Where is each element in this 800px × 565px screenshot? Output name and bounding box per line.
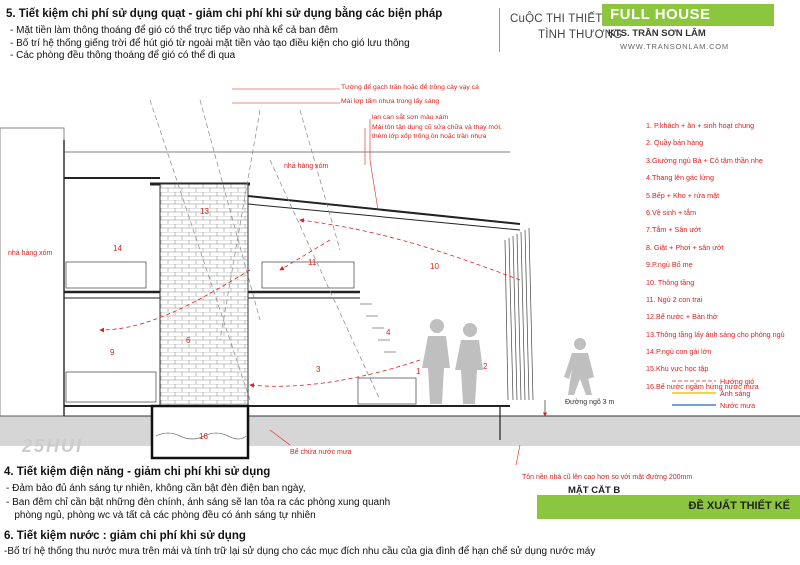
legend-item: 9.P.ngủ Bố mẹ	[646, 260, 693, 270]
room-number: 11	[308, 258, 317, 267]
competition-title-line2: TÌNH THƯƠNG	[538, 29, 623, 41]
legend-item: 10. Thông tầng	[646, 277, 695, 287]
light-rays	[149, 99, 381, 401]
section5-item: - Bố trí hệ thống giếng trời để hút gió …	[10, 37, 410, 49]
room-number: 4	[386, 328, 391, 337]
section4-item: phòng ngủ, phòng wc và tất cả các phòng …	[6, 510, 316, 521]
people-silhouettes	[422, 319, 594, 404]
proposal-banner: ĐỀ XUẤT THIẾT KẾ	[537, 495, 800, 519]
architect-name: KTS. TRẦN SƠN LÂM	[608, 28, 706, 39]
wind-arrows	[99, 218, 521, 388]
alley-label: Đường ngõ 3 m	[565, 399, 615, 406]
wall-note: Tường để gạch trần hoặc để trồng cây vạy…	[341, 84, 479, 91]
old-roof-note-1: Mái tôn tận dụng cũ sửa chữa và thay mới…	[372, 124, 502, 131]
ground-band	[0, 416, 800, 446]
brand-banner: FULL HOUSE	[602, 4, 774, 26]
section5-title: 5. Tiết kiệm chi phí sử dụng quạt - giảm…	[6, 8, 443, 20]
facade-slats	[504, 227, 534, 401]
old-roof-note-2: thêm lớp xốp trống ồn hoặc trần nhựa	[372, 133, 487, 140]
wind-legend-label: Hướng gió	[720, 377, 755, 386]
legend-item: 7.Tắm + Sân ướt	[646, 225, 701, 235]
section4-list: - Đảm bảo đủ ánh sáng tự nhiên, không cầ…	[6, 482, 390, 523]
legend-item: 4.Thang lên gác lửng	[646, 173, 714, 183]
neighbor-left-label: nhà hàng xóm	[8, 250, 53, 257]
section6-title: 6. Tiết kiệm nước : giảm chi phí khi sử …	[4, 530, 246, 542]
room-number: 10	[430, 262, 439, 271]
legend-item: 8. Giặt + Phơi + sân ướt	[646, 242, 724, 252]
section5-item: - Mặt tiền làm thông thoáng để gió có th…	[10, 25, 339, 36]
staircase	[360, 303, 396, 353]
section-drawing	[0, 88, 800, 465]
header-divider	[499, 8, 500, 52]
legend-list: 1. P.khách + ăn + sinh hoạt chung 2. Quầ…	[646, 121, 785, 399]
legend-item: 11. Ngủ 2 con trai	[646, 294, 703, 304]
legend-item: 1. P.khách + ăn + sinh hoạt chung	[646, 121, 755, 130]
section4-title: 4. Tiết kiệm điện năng - giảm chi phí kh…	[4, 466, 271, 478]
legend-item: 6.Vệ sinh + tắm	[646, 207, 697, 217]
railing-note: lan can sắt sơn màu xám	[372, 114, 449, 121]
symbol-legend-lines	[672, 380, 716, 406]
room-number: 16	[199, 432, 208, 441]
room-number: 13	[200, 207, 209, 216]
brick-core	[159, 183, 249, 407]
room-number: 6	[186, 336, 191, 345]
legend-item: 14.P.ngủ con gái lớn	[646, 347, 712, 357]
room-number: 2	[483, 362, 488, 371]
legend-item: 15.Khu vực học tập	[646, 364, 709, 374]
neighbor-top-label: nhà hàng xóm	[284, 163, 329, 170]
section5-item: - Các phòng đều thông thoáng để gió có t…	[10, 50, 236, 61]
watermark: 25HUI	[22, 436, 84, 456]
room-number: 3	[316, 365, 321, 374]
light-legend-label: Ánh sáng	[720, 389, 751, 398]
roof-note: Mái lợp tấm nhựa trong lấy sáng	[341, 98, 440, 105]
brand-title: FULL HOUSE	[610, 6, 711, 23]
legend-item: 12.Bể nước + Bàn thờ	[646, 312, 718, 322]
legend-item: 13.Thông tầng lấy ánh sáng cho phòng ngủ	[646, 329, 785, 339]
room-number: 14	[113, 244, 122, 253]
section5-list: - Mặt tiền làm thông thoáng để gió có th…	[10, 25, 410, 63]
proposal-label: ĐỀ XUẤT THIẾT KẾ	[688, 500, 790, 512]
neighbor-left-building	[0, 127, 65, 417]
section4-item: - Đảm bảo đủ ánh sáng tự nhiên, không cầ…	[6, 483, 306, 494]
room-number: 9	[110, 348, 115, 357]
website-link[interactable]: WWW.TRANSONLAM.COM	[620, 42, 729, 51]
room-number: 1	[416, 367, 421, 376]
rain-tank-label: Bể chứa nước mưa	[290, 449, 352, 456]
legend-item: 3.Giường ngủ Bà + Cô tâm thần nhẹ	[646, 155, 763, 165]
rain-legend-label: Nước mưa	[720, 401, 756, 410]
legend-item: 5.Bếp + Kho + rửa mặt	[646, 190, 720, 200]
floor-note: Tôn nền nhà cũ lên cao hơn so với mặt đư…	[522, 474, 693, 481]
legend-item: 2. Quầy bán hàng	[646, 138, 704, 148]
rain-tank-structure	[150, 404, 250, 460]
section4-item: - Ban đêm chỉ cần bật những đèn chính, á…	[6, 496, 391, 508]
section-label: MẶT CẮT B	[568, 485, 621, 496]
legend-item: 16.Bể nước ngầm hứng nước mưa	[646, 381, 759, 391]
section6-body: -Bố trí hệ thống thu nước mưa trên mái v…	[4, 546, 596, 557]
